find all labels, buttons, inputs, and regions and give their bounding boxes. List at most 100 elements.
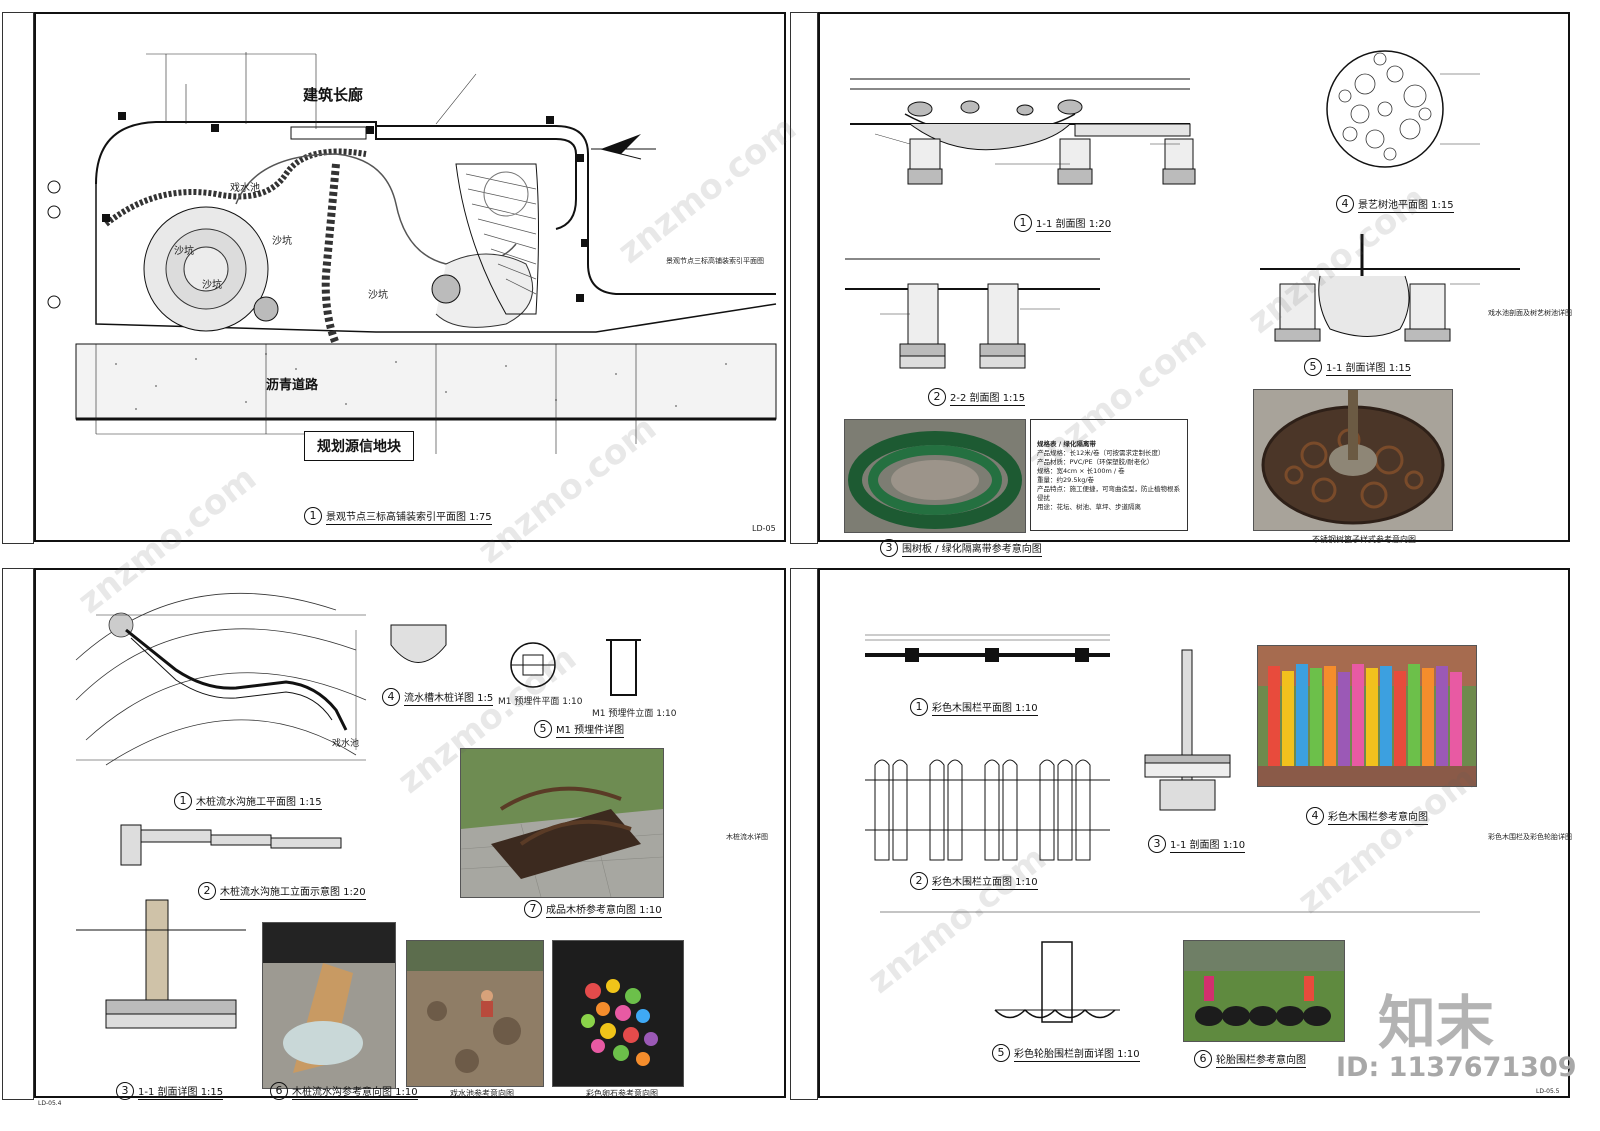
cap-number: 5	[992, 1044, 1010, 1062]
cap-number: 4	[1306, 807, 1324, 825]
cap-title: 木桩流水沟施工平面图 1:15	[196, 793, 322, 810]
cap-number: 2	[198, 882, 216, 900]
pool-label: 戏水池	[332, 739, 360, 749]
cap-number: 2	[928, 388, 946, 406]
cap3: 3 1-1 剖面图 1:10	[1148, 835, 1246, 853]
cap4: 4 景艺树池平面图 1:15	[1336, 195, 1454, 213]
cap-number: 4	[382, 688, 400, 706]
cap7: 7 成品木桥参考意向图 1:10	[524, 900, 662, 918]
spec-line: 产品材质：PVC/PE（环保塑胶/耐老化）	[1037, 458, 1154, 466]
cap-number: 5	[1304, 358, 1322, 376]
water-play-photo	[406, 940, 544, 1087]
m1-plan-label: M1 预埋件平面 1:10	[498, 697, 583, 707]
title-strip-mid-top	[790, 12, 818, 544]
pebbles-image	[553, 941, 683, 1086]
spec-title: 规格表 / 绿化隔离带	[1037, 440, 1096, 448]
sheet-site-plan: 建筑长廊 沥青道路 规划源信地块 戏水池 沙坑 沙坑 沙坑 沙坑 1 景观节点三…	[34, 12, 786, 542]
water-play-image	[407, 941, 543, 1086]
cap2: 2 2-2 剖面图 1:15	[928, 388, 1026, 406]
cap2: 2 木桩流水沟施工立面示意图 1:20	[198, 882, 366, 900]
title-strip-left-top	[2, 12, 34, 544]
cap-number: 3	[116, 1082, 134, 1100]
cap5: 5 1-1 剖面详图 1:15	[1304, 358, 1412, 376]
cap-number: 7	[524, 900, 542, 918]
grate-photo-caption: 不锈钢树篦子样式参考意向图	[1312, 535, 1416, 544]
cap4: 4 流水槽木桩详图 1:5	[382, 688, 494, 706]
sheet-fences: 1 彩色木围栏平面图 1:10 2 彩色木围栏立面图 1:10 3 1-1 剖面…	[818, 568, 1572, 1098]
spec-line: 重量：约29.5kg/卷	[1037, 476, 1095, 484]
cap-number: 1	[1014, 214, 1032, 232]
stream-photo	[262, 922, 396, 1089]
sheet-number: LD-05.4	[38, 1100, 62, 1107]
cap-title: 彩色木围栏立面图 1:10	[932, 873, 1038, 890]
pebbles-caption: 彩色卵石参考意向图	[586, 1089, 658, 1098]
cap-title: 1-1 剖面详图 1:15	[138, 1083, 224, 1100]
hose-photo-image	[845, 420, 1025, 532]
cap3: 3 围树板 / 绿化隔离带参考意向图	[880, 539, 1042, 557]
spec-line: 规格：宽4cm × 长100m / 卷	[1037, 467, 1125, 475]
cap6: 6 轮胎围栏参考意向图	[1194, 1050, 1306, 1068]
fence-drawing	[865, 634, 1480, 1023]
cap-number: 2	[910, 872, 928, 890]
cap-number: 3	[1148, 835, 1166, 853]
side-note: 景观节点三标高铺装索引平面图	[666, 257, 764, 265]
hose-photo	[844, 419, 1026, 533]
side-note: 戏水池剖面及树艺树池详图	[1488, 309, 1572, 317]
sheet-number: LD-05	[752, 524, 776, 533]
spec-line: 产品特点：施工便捷，可弯曲造型，防止植物根系侵扰	[1037, 485, 1180, 502]
cap-title: 成品木桥参考意向图 1:10	[546, 901, 662, 918]
stream-drawing	[75, 592, 641, 1029]
cap-title: 轮胎围栏参考意向图	[1216, 1051, 1306, 1068]
cap-title: 围树板 / 绿化隔离带参考意向图	[902, 540, 1042, 557]
cap-title: 彩色木围栏平面图 1:10	[932, 699, 1038, 716]
cap-number: 1	[174, 792, 192, 810]
corridor-label: 建筑长廊	[303, 86, 364, 104]
cap-title: 景艺树池平面图 1:15	[1358, 196, 1454, 213]
cap-title: 木桩流水沟施工立面示意图 1:20	[220, 883, 366, 900]
cap4: 4 彩色木围栏参考意向图	[1306, 807, 1428, 825]
painted-fence-photo	[1257, 645, 1477, 787]
cap-number: 4	[1336, 195, 1354, 213]
bridge-photo	[460, 748, 664, 898]
water-play-caption: 戏水池参考意向图	[450, 1089, 514, 1098]
caption-number: 1	[304, 507, 322, 525]
sheet-number: LD-05.5	[1536, 1088, 1560, 1095]
painted-fence-image	[1258, 646, 1476, 786]
cap2: 2 彩色木围栏立面图 1:10	[910, 872, 1038, 890]
image-id-label: ID: 1137671309	[1336, 1052, 1577, 1083]
cap1: 1 彩色木围栏平面图 1:10	[910, 698, 1038, 716]
cap-title: 彩色轮胎围栏剖面详图 1:10	[1014, 1045, 1140, 1062]
spec-box: 规格表 / 绿化隔离带 产品规格：长12米/卷（可按需求定制长度） 产品材质：P…	[1030, 419, 1188, 531]
cap-number: 5	[534, 720, 552, 738]
road-label: 沥青道路	[266, 378, 319, 393]
pebbles-photo	[552, 940, 684, 1087]
site-plan-drawing	[47, 52, 777, 454]
bridge-photo-image	[461, 749, 663, 897]
brand-logo: 知末	[1378, 989, 1495, 1057]
cap-title: 彩色木围栏参考意向图	[1328, 808, 1428, 825]
cap-title: 1-1 剖面详图 1:15	[1326, 359, 1412, 376]
cap-number: 1	[910, 698, 928, 716]
tree-grate-image	[1254, 390, 1452, 530]
sheet-sections-treepit: 规格表 / 绿化隔离带 产品规格：长12米/卷（可按需求定制长度） 产品材质：P…	[818, 12, 1572, 557]
caption-title: 景观节点三标高铺装索引平面图 1:75	[326, 508, 492, 525]
sheet-wood-stream: 1 木桩流水沟施工平面图 1:15 2 木桩流水沟施工立面示意图 1:20 3 …	[34, 568, 786, 1107]
waterpool-label: 戏水池	[230, 183, 260, 194]
cap1: 1 木桩流水沟施工平面图 1:15	[174, 792, 322, 810]
sandpit-label-c: 沙坑	[272, 236, 292, 247]
cap6: 6 木桩流水沟参考意向图 1:10	[270, 1082, 418, 1100]
side-note: 彩色木围栏及彩色轮胎详图	[1488, 833, 1572, 841]
stream-photo-image	[263, 923, 395, 1088]
cap-title: 1-1 剖面图 1:10	[1170, 836, 1246, 853]
spec-line: 产品规格：长12米/卷（可按需求定制长度）	[1037, 449, 1165, 457]
cap-number: 6	[1194, 1050, 1212, 1068]
sandpit-label-d: 沙坑	[368, 290, 388, 301]
tire-photo	[1183, 940, 1345, 1042]
tree-grate-photo	[1253, 389, 1453, 531]
cap5: 5 彩色轮胎围栏剖面详图 1:10	[992, 1044, 1140, 1062]
cap-title: 2-2 剖面图 1:15	[950, 389, 1026, 406]
title-strip-left-bottom	[2, 568, 34, 1100]
title-strip-mid-bottom	[790, 568, 818, 1100]
sections-drawing	[845, 50, 1520, 369]
sandpit-label-b: 沙坑	[202, 280, 222, 291]
